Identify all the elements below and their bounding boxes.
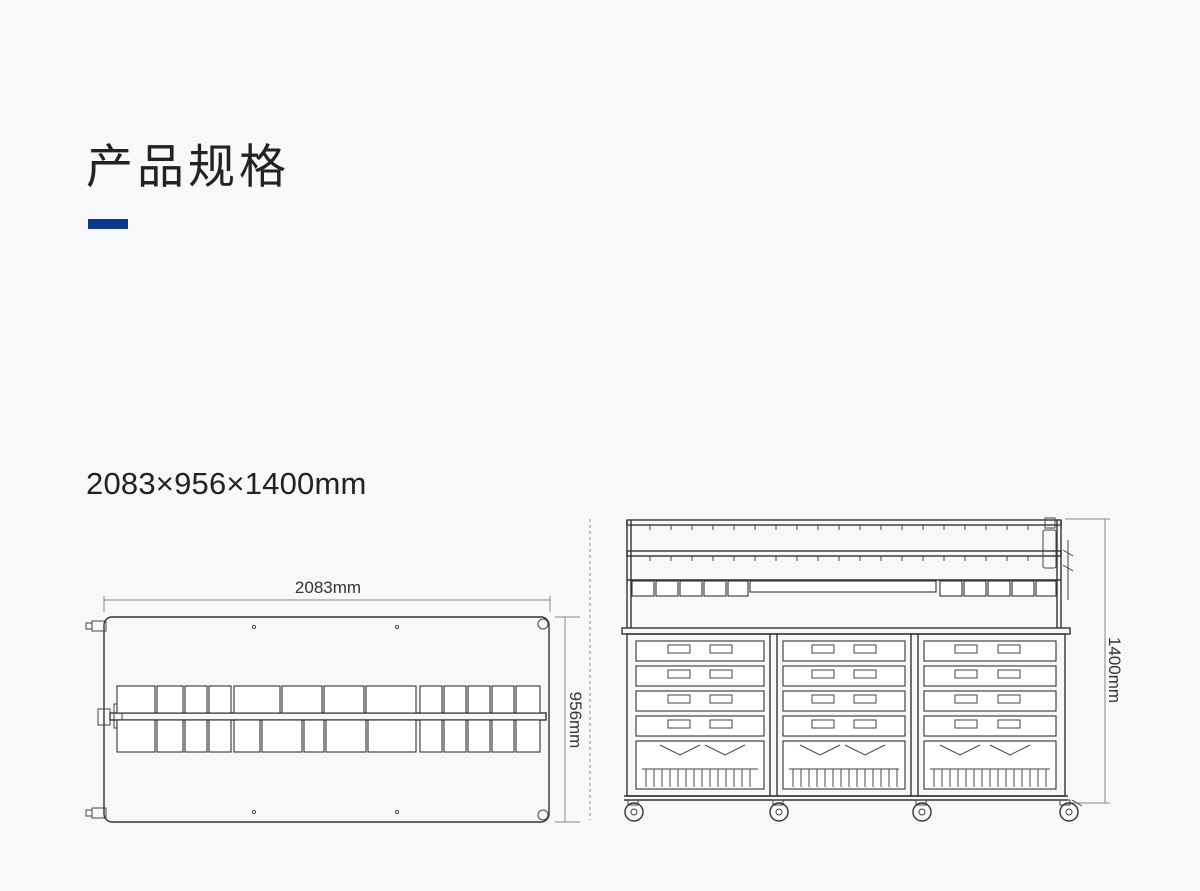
- top-rail: [626, 519, 1062, 526]
- rail-hooks: [649, 525, 1029, 561]
- front-view: 1400mm: [589, 517, 1124, 822]
- lower-bin-row: [116, 719, 541, 753]
- middle-rail: [626, 550, 1062, 557]
- height-label: 1400mm: [1105, 637, 1124, 703]
- dimension-spec: 2083×956×1400mm: [86, 466, 367, 501]
- drawer-column-3: [923, 640, 1057, 790]
- title-accent-bar: [88, 219, 128, 229]
- small-bin-shelf: [631, 580, 1057, 597]
- upper-bin-row: [116, 685, 541, 714]
- cart-top-frame: [103, 616, 550, 823]
- bottle: [1042, 529, 1057, 569]
- width-label: 2083mm: [295, 578, 361, 597]
- center-rail: [109, 712, 547, 721]
- page-title: 产品规格: [86, 140, 290, 195]
- drawer-column-2: [782, 640, 906, 790]
- countertop: [621, 627, 1071, 635]
- casters: [624, 799, 1083, 822]
- drawer-column-1: [635, 640, 765, 790]
- top-view: 2083mm 956mm: [85, 578, 585, 823]
- depth-label: 956mm: [566, 692, 585, 749]
